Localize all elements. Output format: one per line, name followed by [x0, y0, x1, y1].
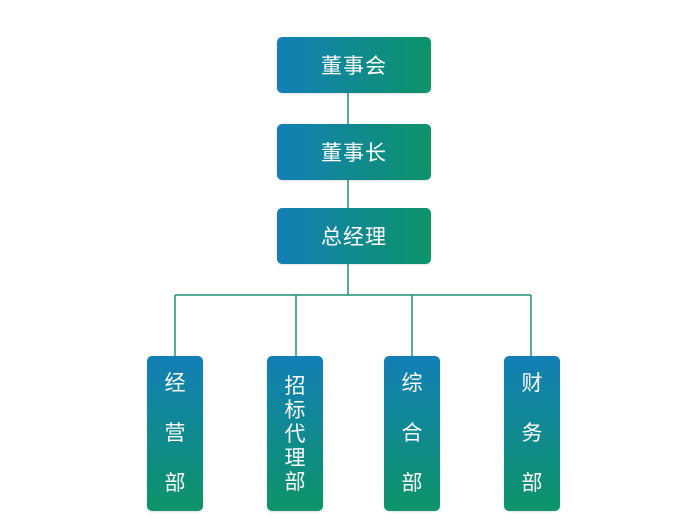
board-of-directors-box: 董事会 — [277, 37, 431, 93]
finance-department-box: 财 务 部 — [504, 356, 560, 511]
tender-agency-department-label: 招 标 代 理 部 — [284, 373, 306, 494]
chairman-label: 董事长 — [321, 141, 387, 165]
general-affairs-department-label: 综 合 部 — [401, 371, 423, 495]
board-of-directors-label: 董事会 — [321, 54, 387, 78]
operations-department-label: 经 营 部 — [164, 371, 186, 495]
operations-department-box: 经 营 部 — [147, 356, 203, 511]
general-manager-label: 总经理 — [321, 225, 387, 249]
finance-department-label: 财 务 部 — [521, 371, 543, 495]
tender-agency-department-box: 招 标 代 理 部 — [267, 356, 323, 511]
general-manager-box: 总经理 — [277, 208, 431, 264]
chairman-box: 董事长 — [277, 124, 431, 180]
general-affairs-department-box: 综 合 部 — [384, 356, 440, 511]
